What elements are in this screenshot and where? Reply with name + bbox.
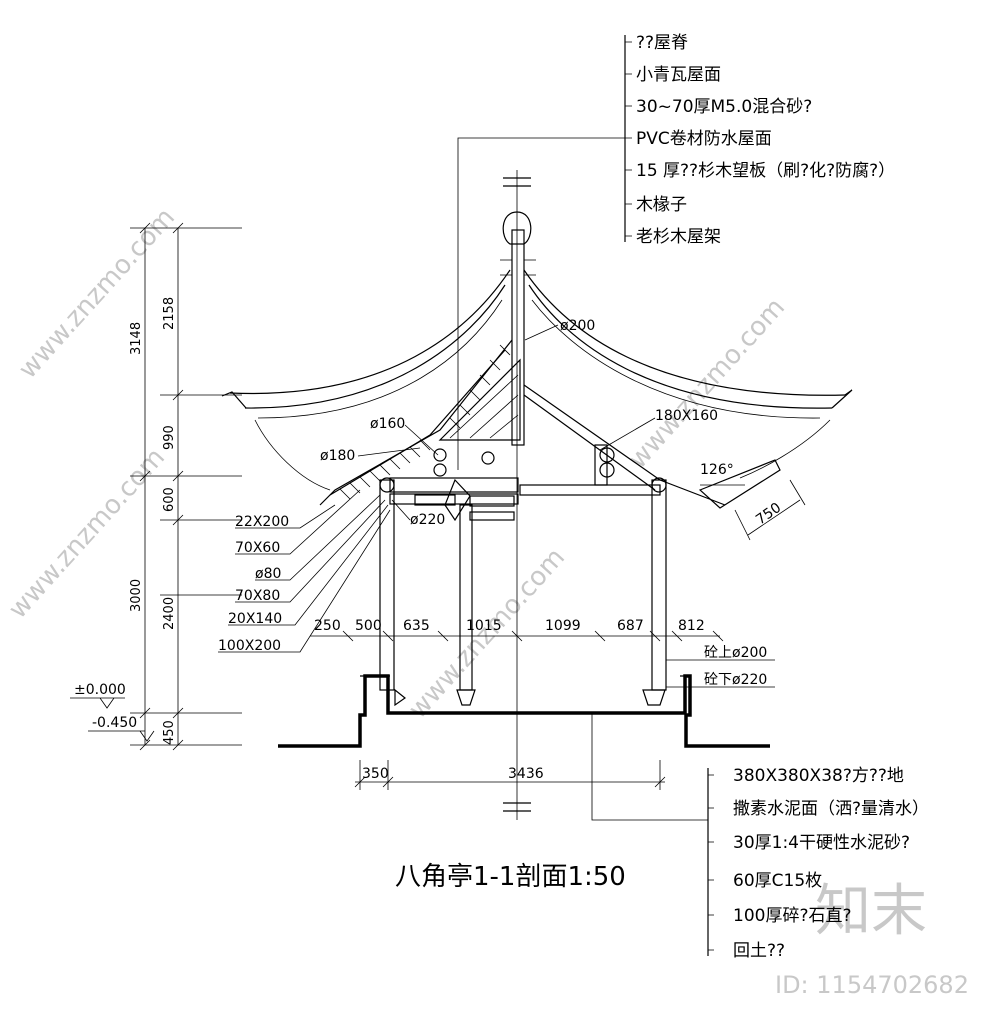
floor-note-2: 30厚1:4干硬性水泥砂? xyxy=(733,833,910,853)
col-top-label: 砼上ø200 xyxy=(704,645,767,661)
beams xyxy=(389,477,661,522)
column-left xyxy=(379,479,395,691)
member-20x140: 20X140 xyxy=(228,611,282,627)
floor-note-3: 60厚C15枚 xyxy=(733,871,822,891)
floor-note-5: 回土?? xyxy=(733,941,785,961)
roof-notes: ??屋脊 小青瓦屋面 30~70厚M5.0混合砂? PVC卷材防水屋面 15 厚… xyxy=(457,33,895,470)
level-minus: -0.450 xyxy=(92,715,137,731)
left-member-labels: 22X200 70X60 ø80 70X80 20X140 100X200 xyxy=(218,489,391,654)
member-22x200: 22X200 xyxy=(235,514,289,530)
hdim-1015: 1015 xyxy=(466,618,502,634)
label-180x160: 180X160 xyxy=(655,408,718,424)
label-d180: ø180 xyxy=(320,448,355,464)
roof-note-4: 15 厚??杉木望板（刷?化?防腐?） xyxy=(636,161,895,181)
watermark-site-1: www.znzmo.com xyxy=(13,203,181,385)
label-d220: ø220 xyxy=(410,512,445,528)
roof-note-1: 小青瓦屋面 xyxy=(636,65,721,85)
floor-note-4: 100厚碎?石直? xyxy=(733,906,852,926)
bdim-350: 350 xyxy=(362,766,389,782)
dim-upper: 2158 xyxy=(162,297,177,330)
dim-col: 3000 xyxy=(129,579,144,612)
member-70x80: 70X80 xyxy=(235,588,280,604)
dim-base: 450 xyxy=(162,720,177,745)
label-d160: ø160 xyxy=(370,416,405,432)
floor-note-1: 撒素水泥面（洒?量清水） xyxy=(733,799,929,819)
hdim-1099: 1099 xyxy=(545,618,581,634)
horizontal-dims: 250 500 635 1015 1099 687 812 砼上ø200 砼下ø… xyxy=(310,618,775,688)
roof-note-5: 木椽子 xyxy=(636,195,687,215)
dim-col-low: 2400 xyxy=(162,597,177,630)
hdim-250: 250 xyxy=(314,618,341,634)
col-bot-label: 砼下ø220 xyxy=(704,672,767,688)
member-70x60: 70X60 xyxy=(235,540,280,556)
hdim-500: 500 xyxy=(355,618,382,634)
roof-note-3: PVC卷材防水屋面 xyxy=(636,129,772,149)
roof-note-6: 老杉木屋架 xyxy=(636,227,721,247)
dim-beam: 600 xyxy=(162,487,177,512)
hdim-635: 635 xyxy=(403,618,430,634)
drawing-title: 八角亭1-1剖面1:50 xyxy=(395,862,626,892)
dim-roof: 990 xyxy=(162,425,177,450)
roof-note-2: 30~70厚M5.0混合砂? xyxy=(636,97,812,117)
column-right xyxy=(651,479,667,691)
floor-notes: 380X380X38?方??地 撒素水泥面（洒?量清水） 30厚1:4干硬性水泥… xyxy=(591,713,929,961)
floor-note-0: 380X380X38?方??地 xyxy=(733,766,904,786)
bdim-3436: 3436 xyxy=(508,766,544,782)
member-100x200: 100X200 xyxy=(218,638,281,654)
watermark-logo: 知末 xyxy=(815,879,927,944)
watermark-id: ID: 1154702682 xyxy=(775,971,969,999)
level-zero: ±0.000 xyxy=(74,682,126,698)
base xyxy=(278,674,770,748)
label-angle: 126° xyxy=(700,462,734,478)
base-dims: 350 3436 xyxy=(354,760,666,790)
dim-total: 3148 xyxy=(129,322,144,355)
vertical-dims: 3148 2158 990 600 3000 2400 450 ±0.000 -… xyxy=(70,222,242,751)
member-d80: ø80 xyxy=(255,566,281,582)
label-d200: ø200 xyxy=(560,318,595,334)
columns xyxy=(379,444,667,691)
roof xyxy=(221,211,853,509)
hdim-812: 812 xyxy=(678,618,705,634)
roof-note-0: ??屋脊 xyxy=(636,33,688,53)
hdim-687: 687 xyxy=(617,618,644,634)
watermark-site-4: www.znzmo.com xyxy=(3,443,171,625)
